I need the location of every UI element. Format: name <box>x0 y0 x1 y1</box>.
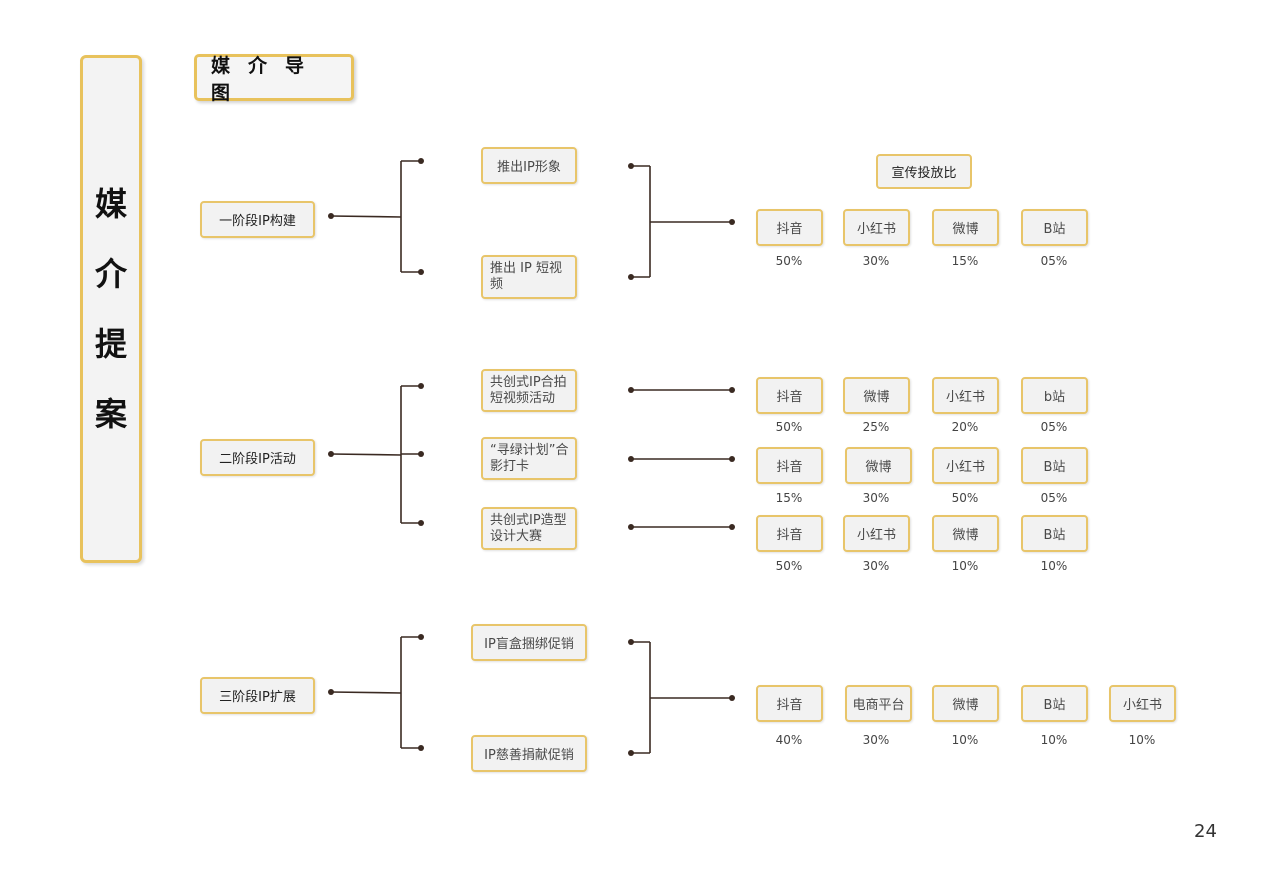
channel-box: 抖音 <box>756 209 823 246</box>
channel-box: 微博 <box>932 685 999 722</box>
activity-box: 推出IP形象 <box>481 147 577 184</box>
channel-box: B站 <box>1021 685 1088 722</box>
vertical-title-panel: 媒 介 提 案 <box>80 55 142 563</box>
activity-box: IP慈善捐献促销 <box>471 735 587 772</box>
channel-box: 抖音 <box>756 685 823 722</box>
vertical-title-char: 案 <box>94 395 127 433</box>
activity-box: IP盲盒捆绑促销 <box>471 624 587 661</box>
channel-box: 小红书 <box>932 447 999 484</box>
channel-box: 小红书 <box>843 209 910 246</box>
channel-box: 微博 <box>843 377 910 414</box>
activity-box: 共创式IP合拍短视频活动 <box>481 369 577 412</box>
channel-percent: 15% <box>951 254 979 268</box>
activity-box: 推出 IP 短视频 <box>481 255 577 299</box>
ratio-title: 宣传投放比 <box>876 154 972 189</box>
stage-2-box: 二阶段IP活动 <box>200 439 315 476</box>
channel-percent: 40% <box>775 733 803 747</box>
channel-box: 抖音 <box>756 377 823 414</box>
channel-percent: 05% <box>1040 491 1068 505</box>
activity-box: 共创式IP造型设计大赛 <box>481 507 577 550</box>
vertical-title-char: 提 <box>94 325 127 363</box>
channel-percent: 30% <box>862 559 890 573</box>
channel-percent: 05% <box>1040 254 1068 268</box>
channel-percent: 50% <box>775 559 803 573</box>
channel-percent: 05% <box>1040 420 1068 434</box>
channel-box: 小红书 <box>932 377 999 414</box>
channel-box: 微博 <box>932 515 999 552</box>
channel-box: 小红书 <box>843 515 910 552</box>
channel-percent: 30% <box>862 491 890 505</box>
channel-box: B站 <box>1021 515 1088 552</box>
map-title: 媒介导图 <box>194 54 354 104</box>
channel-box: 电商平台 <box>845 685 912 722</box>
channel-percent: 10% <box>1040 733 1068 747</box>
channel-box: 抖音 <box>756 515 823 552</box>
channel-box: 小红书 <box>1109 685 1176 722</box>
stage-3-box: 三阶段IP扩展 <box>200 677 315 714</box>
channel-percent: 30% <box>862 254 890 268</box>
channel-percent: 50% <box>775 254 803 268</box>
channel-box: b站 <box>1021 377 1088 414</box>
channel-percent: 20% <box>951 420 979 434</box>
channel-box: 微博 <box>932 209 999 246</box>
stage-1-box: 一阶段IP构建 <box>200 201 315 238</box>
vertical-title-char: 介 <box>94 255 127 293</box>
page-number: 24 <box>1194 821 1217 842</box>
channel-percent: 50% <box>775 420 803 434</box>
channel-percent: 10% <box>951 733 979 747</box>
channel-box: B站 <box>1021 447 1088 484</box>
channel-percent: 25% <box>862 420 890 434</box>
channel-percent: 10% <box>951 559 979 573</box>
activity-box: “寻绿计划”合影打卡 <box>481 437 577 480</box>
channel-percent: 15% <box>775 491 803 505</box>
channel-percent: 10% <box>1040 559 1068 573</box>
channel-box: B站 <box>1021 209 1088 246</box>
channel-box: 微博 <box>845 447 912 484</box>
channel-box: 抖音 <box>756 447 823 484</box>
channel-percent: 30% <box>862 733 890 747</box>
channel-percent: 10% <box>1128 733 1156 747</box>
vertical-title-char: 媒 <box>94 185 127 223</box>
channel-percent: 50% <box>951 491 979 505</box>
